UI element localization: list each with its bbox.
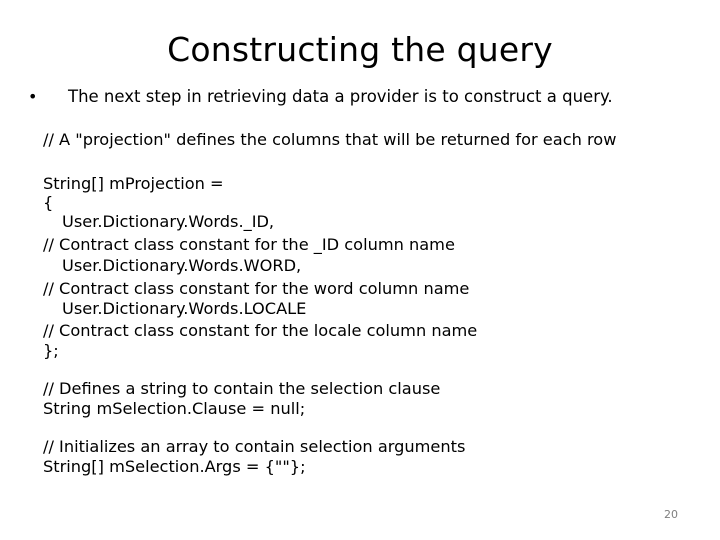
close-brace: }; [43,341,59,360]
selection-declaration: String mSelection.Clause = null; [43,399,306,418]
selection-comment-line: // Defines a string to contain the selec… [43,379,441,398]
args-comment-line: // Initializes an array to contain selec… [43,437,466,456]
id-field-line: User.Dictionary.Words._ID, [62,212,275,231]
word-field-line: User.Dictionary.Words.WORD, [62,256,302,275]
projection-declaration: String[] mProjection = [43,174,224,193]
locale-field-line: User.Dictionary.Words.LOCALE [62,299,307,318]
id-comment-line: // Contract class constant for the _ID c… [43,235,455,254]
bullet-marker: • [28,87,38,106]
bullet-text: The next step in retrieving data a provi… [68,87,613,106]
slide-title: Constructing the query [167,30,553,69]
word-comment-line: // Contract class constant for the word … [43,279,470,298]
page-number: 20 [664,508,678,521]
projection-comment: // A "projection" defines the columns th… [43,130,617,149]
open-brace: { [43,193,54,212]
bullet-point: • The next step in retrieving data a prov… [28,87,708,106]
locale-comment-line: // Contract class constant for the local… [43,321,478,340]
args-declaration: String[] mSelection.Args = {""}; [43,457,306,476]
